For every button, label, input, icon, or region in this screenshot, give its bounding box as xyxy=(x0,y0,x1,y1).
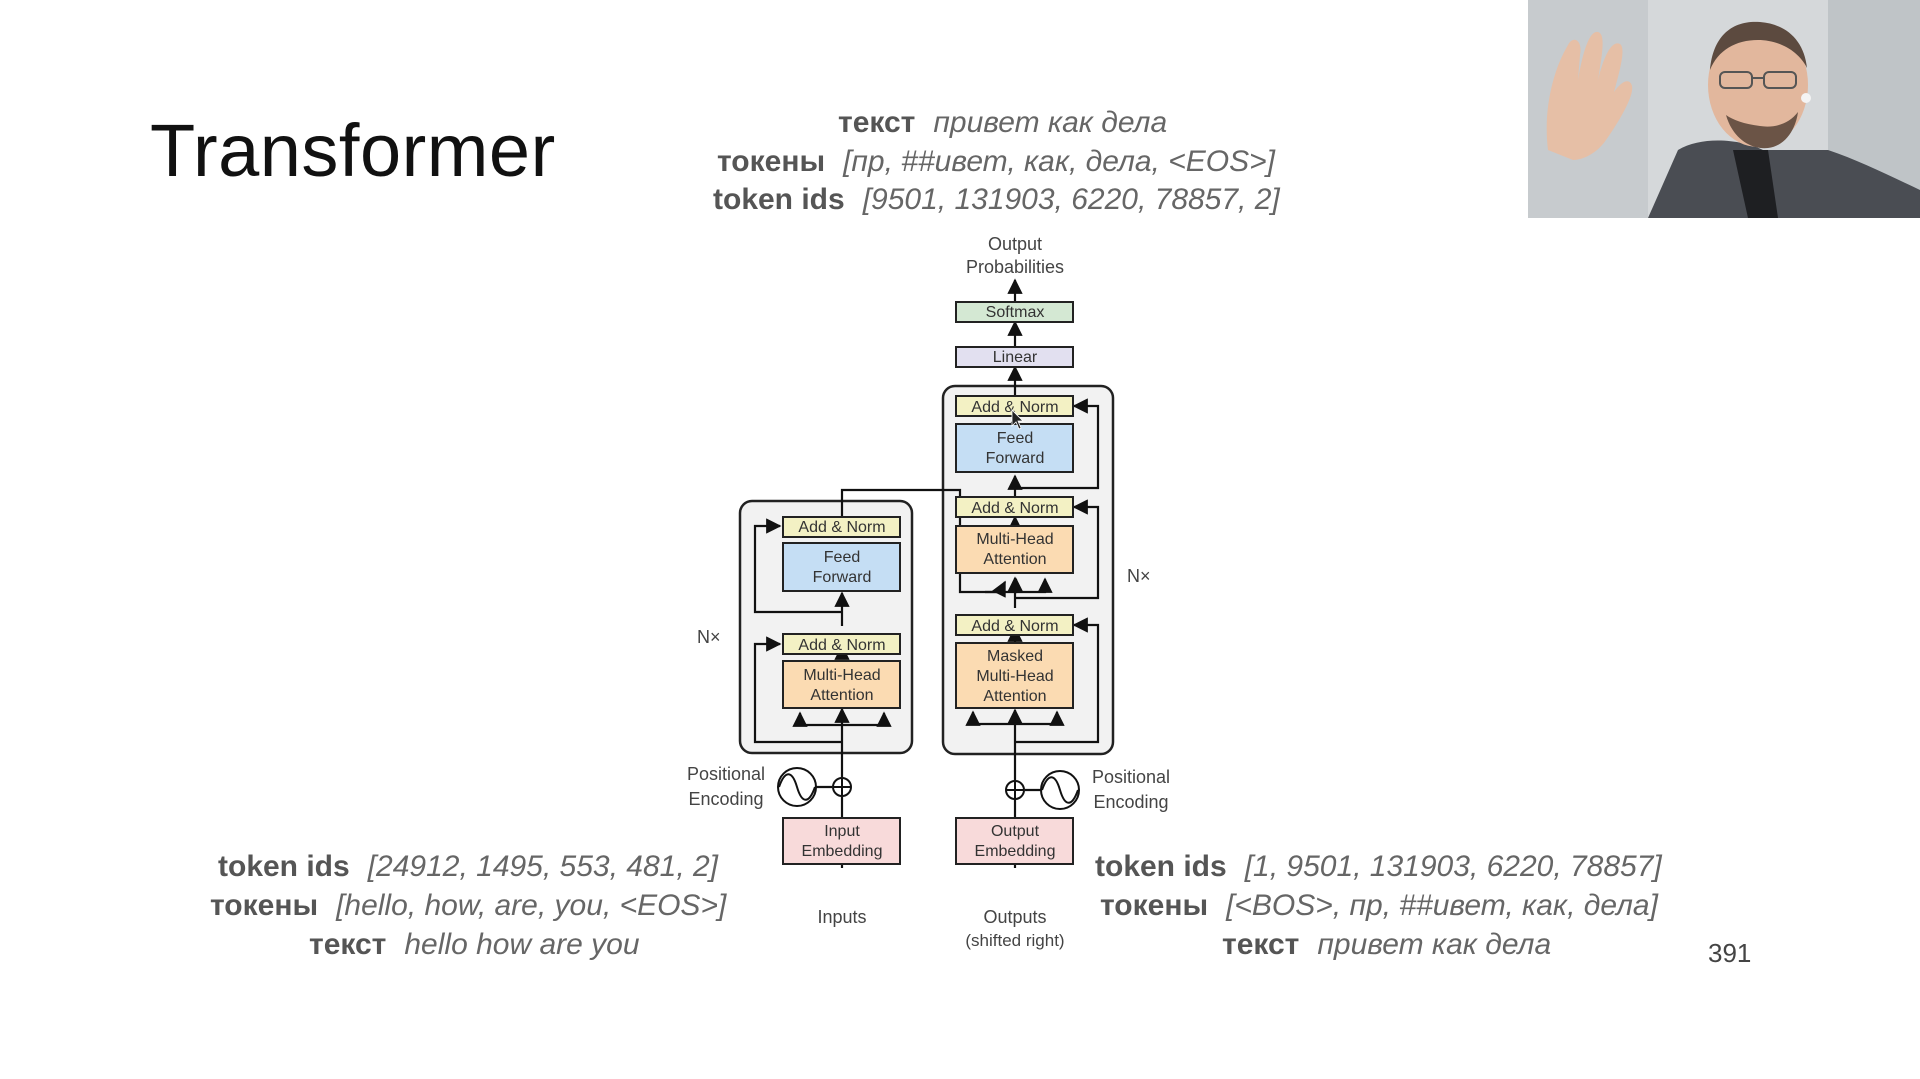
softmax-label: Softmax xyxy=(986,304,1045,321)
decoder-text-key: текст xyxy=(1222,928,1300,961)
top-text-line: текст привет как дела xyxy=(838,106,1167,140)
decoder-text-line: текст привет как дела xyxy=(1222,928,1551,962)
decoder-ids-line: token ids [1, 9501, 131903, 6220, 78857] xyxy=(1095,850,1662,884)
decoder-add-norm-middle-label: Add & Norm xyxy=(971,500,1058,517)
encoder-mha-label-2: Attention xyxy=(810,687,873,704)
top-text-value: привет как дела xyxy=(933,106,1168,139)
decoder-add-circle xyxy=(1005,780,1025,800)
encoder-tokens-value: [hello, how, are, you, <EOS>] xyxy=(336,889,727,922)
decoder-add-norm-middle xyxy=(955,496,1074,518)
encoder-ids-value: [24912, 1495, 553, 481, 2] xyxy=(367,850,719,883)
decoder-tokens-value: [<BOS>, пр, ##ивет, как, дела] xyxy=(1226,889,1658,922)
output-embedding-block xyxy=(955,817,1074,865)
encoder-feed-forward xyxy=(782,542,901,592)
encoder-feed-forward-label-1: Feed xyxy=(824,549,860,566)
decoder-masked-mha-label-3: Attention xyxy=(983,688,1046,705)
decoder-add-norm-top-label: Add & Norm xyxy=(971,399,1058,416)
encoder-stack-box xyxy=(738,499,914,755)
output-probabilities-label-1: Output xyxy=(988,234,1042,254)
inputs-label: Inputs xyxy=(817,907,866,927)
decoder-ids-key: token ids xyxy=(1095,850,1227,883)
decoder-masked-mha-label-2: Multi-Head xyxy=(976,668,1053,685)
decoder-mha-label-1: Multi-Head xyxy=(976,531,1053,548)
decoder-add-norm-bottom-label: Add & Norm xyxy=(971,618,1058,635)
encoder-positional-encoding-label-1: Positional xyxy=(687,764,765,784)
decoder-ids-value: [1, 9501, 131903, 6220, 78857] xyxy=(1244,850,1662,883)
encoder-tokens-key: токены xyxy=(210,889,319,922)
input-embedding-block xyxy=(782,817,901,865)
presenter-image xyxy=(1528,0,1920,218)
top-text-key: текст xyxy=(838,106,916,139)
linear-label: Linear xyxy=(993,349,1038,366)
decoder-multi-head-attention xyxy=(955,525,1074,574)
encoder-add-norm-bottom-label: Add & Norm xyxy=(798,637,885,654)
decoder-positional-encoding-label-2: Encoding xyxy=(1093,792,1168,812)
output-embedding-label-1: Output xyxy=(991,823,1040,840)
decoder-positional-encoding-icon xyxy=(1040,770,1080,810)
top-ids-line: token ids [9501, 131903, 6220, 78857, 2] xyxy=(713,183,1280,217)
linear-block xyxy=(955,346,1074,368)
decoder-positional-encoding-label-1: Positional xyxy=(1092,767,1170,787)
top-ids-value: [9501, 131903, 6220, 78857, 2] xyxy=(862,183,1280,216)
encoder-feed-forward-label-2: Forward xyxy=(813,569,872,586)
encoder-positional-encoding-icon xyxy=(777,767,817,807)
page-number: 391 xyxy=(1708,938,1752,968)
decoder-add-norm-bottom xyxy=(955,614,1074,636)
encoder-positional-encoding-label-2: Encoding xyxy=(688,789,763,809)
mouse-cursor-icon xyxy=(1011,409,1024,430)
decoder-feed-forward-label-1: Feed xyxy=(997,430,1033,447)
decoder-masked-multi-head-attention xyxy=(955,642,1074,709)
encoder-text-value: hello how are you xyxy=(404,928,640,961)
softmax-block xyxy=(955,301,1074,323)
slide-title: Transformer xyxy=(150,109,556,192)
encoder-add-circle xyxy=(832,777,852,797)
encoder-tokens-line: токены [hello, how, are, you, <EOS>] xyxy=(210,889,726,923)
output-embedding-label-2: Embedding xyxy=(975,843,1056,860)
encoder-ids-line: token ids [24912, 1495, 553, 481, 2] xyxy=(218,850,718,884)
encoder-add-norm-top-label: Add & Norm xyxy=(798,519,885,536)
outputs-label-2: (shifted right) xyxy=(965,931,1064,950)
top-tokens-line: токены [пр, ##ивет, как, дела, <EOS>] xyxy=(717,145,1275,179)
encoder-nx-label: N× xyxy=(697,627,721,647)
decoder-nx-label: N× xyxy=(1127,566,1151,586)
encoder-text-key: текст xyxy=(309,928,387,961)
decoder-feed-forward-label-2: Forward xyxy=(986,450,1045,467)
input-embedding-label-2: Embedding xyxy=(802,843,883,860)
decoder-tokens-line: токены [<BOS>, пр, ##ивет, как, дела] xyxy=(1100,889,1658,923)
encoder-text-line: текст hello how are you xyxy=(309,928,640,962)
top-ids-key: token ids xyxy=(713,183,845,216)
encoder-add-norm-bottom xyxy=(782,633,901,655)
decoder-text-value: привет как дела xyxy=(1317,928,1552,961)
webcam-video xyxy=(1528,0,1920,218)
output-probabilities-label-2: Probabilities xyxy=(966,257,1064,277)
encoder-mha-label-1: Multi-Head xyxy=(803,667,880,684)
encoder-add-norm-top xyxy=(782,516,901,538)
encoder-ids-key: token ids xyxy=(218,850,350,883)
decoder-mha-label-2: Attention xyxy=(983,551,1046,568)
input-embedding-label-1: Input xyxy=(824,823,860,840)
decoder-tokens-key: токены xyxy=(1100,889,1209,922)
top-tokens-value: [пр, ##ивет, как, дела, <EOS>] xyxy=(843,145,1275,178)
decoder-masked-mha-label-1: Masked xyxy=(987,648,1043,665)
encoder-multi-head-attention xyxy=(782,660,901,709)
top-tokens-key: токены xyxy=(717,145,826,178)
outputs-label-1: Outputs xyxy=(983,907,1046,927)
